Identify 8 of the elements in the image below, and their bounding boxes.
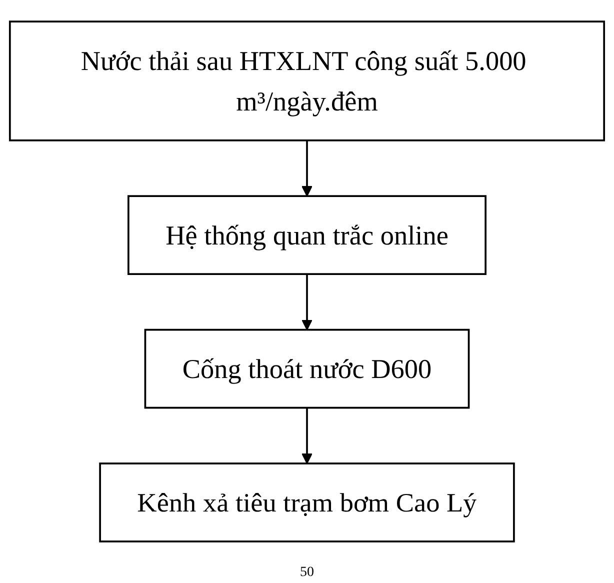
arrow [302,274,312,330]
node-box: Kênh xả tiêu trạm bơm Cao Lý [99,462,515,542]
node-box: Cống thoát nước D600 [144,328,470,409]
page-number: 50 [300,565,314,580]
arrow [302,408,312,464]
node-box: Nước thải sau HTXLNT công suất 5.000 m³/ngày.đêm [8,20,606,142]
node-box: Hệ thống quan trắc online [128,195,486,275]
arrow [302,140,312,197]
